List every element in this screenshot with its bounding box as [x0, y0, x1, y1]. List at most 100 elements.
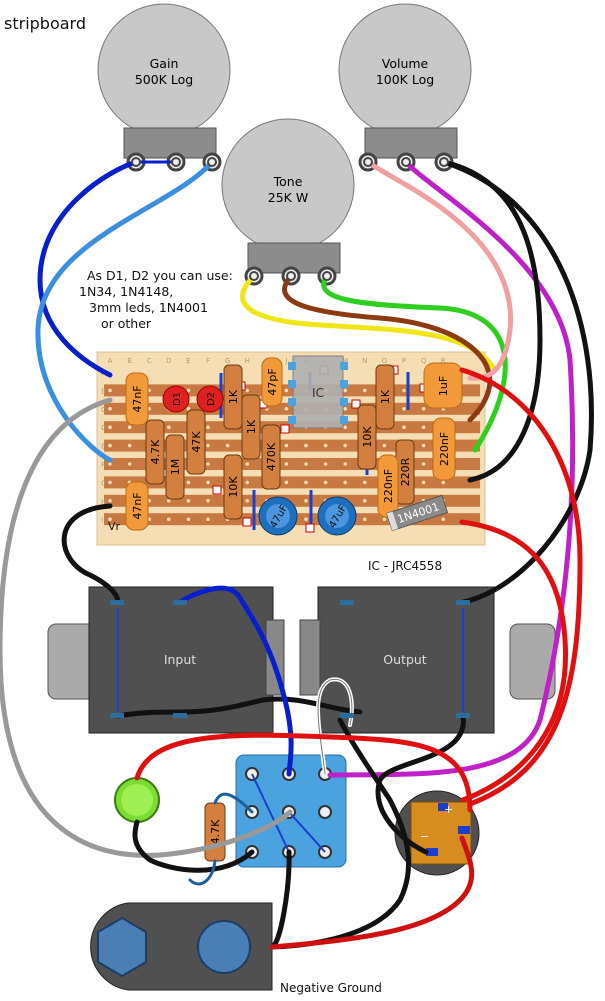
strip-hole — [441, 480, 446, 485]
wire-gain-navy — [37, 159, 139, 378]
column-letter: O — [382, 357, 388, 365]
pot-volume: Volume 100K Log — [338, 3, 472, 172]
strip-hole — [421, 443, 426, 448]
cap-220nf-b: 220nF — [432, 417, 456, 481]
cap-220nf-b-label: 220nF — [438, 432, 451, 466]
strip-hole — [206, 480, 210, 485]
dc-power-jack: + − — [394, 790, 480, 876]
resistor-220r-label: 220R — [399, 457, 412, 486]
column-letter: C — [147, 357, 152, 365]
resistor-470k: 470K — [261, 424, 281, 490]
diode-d1: D1 — [162, 385, 190, 413]
resistors: 4.7K 1M 47K 1K 1K 10K 470K 10K — [145, 364, 415, 520]
strip-hole — [186, 407, 191, 411]
wire-black-input — [61, 503, 121, 605]
battery-label: Negative Ground — [280, 981, 382, 995]
strip-hole — [402, 425, 406, 430]
column-letter: B — [127, 357, 132, 365]
ic-label: IC — [312, 386, 324, 400]
strip-hole — [167, 499, 171, 503]
wire-tone-green — [321, 273, 508, 453]
diode-1n4001: 1N4001 — [386, 494, 449, 532]
column-letter: H — [245, 357, 250, 365]
row-letter: F — [101, 461, 105, 469]
column-letter: N — [362, 357, 367, 365]
strip-hole — [343, 443, 348, 448]
cap-47uf-b: 47uF — [317, 496, 357, 536]
cap-220nf-a-label: 220nF — [382, 469, 395, 503]
strip-hole — [108, 517, 112, 521]
strip-hole — [108, 407, 112, 411]
pot-tone-name: Tone — [273, 174, 303, 189]
diode-d2-label: D2 — [206, 392, 217, 406]
strip-hole — [363, 480, 367, 485]
wire-grey — [0, 397, 293, 858]
strip-hole — [206, 499, 210, 503]
wire-white-outline — [317, 678, 353, 775]
cap-1uf: 1uF — [423, 362, 463, 409]
pot-volume-value: 100K Log — [376, 72, 434, 87]
row-letter: E — [101, 443, 105, 451]
resistor-10k-a: 10K — [223, 454, 243, 520]
column-letter: A — [108, 357, 113, 365]
strip-hole — [186, 480, 191, 485]
cap-47nf-bottom-label: 47nF — [131, 492, 144, 519]
strip-hole — [245, 388, 249, 393]
strip-hole — [206, 425, 210, 430]
diode-note: As D1, D2 you can use: 1N34, 1N4148, 3mm… — [75, 268, 233, 332]
strip-hole — [108, 462, 112, 466]
strip-hole — [304, 480, 308, 485]
strip-hole — [206, 443, 210, 448]
wire-black-ground — [270, 717, 411, 950]
strip-hole — [343, 407, 348, 411]
wire-blue-led — [188, 792, 254, 886]
resistor-led: 4.7K — [204, 802, 226, 862]
strip-hole — [323, 480, 328, 485]
resistor-10k-b: 10K — [357, 404, 377, 470]
resistor-4k7-label: 4.7K — [149, 439, 162, 464]
strip-hole — [421, 407, 426, 411]
resistor-47k: 47K — [186, 409, 206, 475]
ic-part-label: IC - JRC4558 — [368, 559, 442, 573]
cap-47nf-top-label: 47nF — [131, 385, 144, 412]
strip-hole — [363, 517, 367, 521]
strip-hole — [402, 407, 406, 411]
wire-red-power2 — [459, 519, 569, 803]
wires — [0, 159, 594, 950]
strip-hole — [304, 462, 308, 466]
wire-vol-black2 — [441, 159, 594, 605]
pot-volume-name: Volume — [382, 56, 429, 71]
resistor-220r: 220R — [395, 439, 415, 505]
column-letter: D — [166, 357, 171, 365]
diode-note-line: 3mm leds, 1N4001 — [89, 300, 208, 315]
resistor-1k-a: 1K — [223, 364, 243, 430]
strip-hole — [245, 499, 249, 503]
column-letter: G — [225, 357, 230, 365]
resistor-47k-label: 47K — [190, 431, 203, 453]
strip-hole — [284, 388, 289, 393]
strip-hole — [421, 425, 426, 430]
strip-hole — [304, 499, 308, 503]
diode-note-line: 1N34, 1N4148, — [79, 284, 174, 299]
strip-hole — [108, 425, 112, 430]
capacitors: 47nF 47nF 47pF 220nF 220nF 1uF 47uF — [125, 357, 463, 536]
strip-hole — [304, 517, 308, 521]
strip-hole — [304, 443, 308, 448]
strip-hole — [323, 443, 328, 448]
row-letter: D — [101, 424, 106, 432]
strip-hole — [284, 480, 289, 485]
status-led — [114, 777, 160, 823]
strip-hole — [284, 407, 289, 411]
wire-red-led — [134, 732, 473, 813]
column-letter: Q — [421, 357, 427, 365]
resistor-1m: 1M — [165, 434, 185, 500]
resistor-1k-c-label: 1K — [379, 389, 392, 404]
strip-hole — [186, 388, 191, 393]
strip-hole — [441, 517, 446, 521]
column-letter: R — [441, 357, 446, 365]
strip-hole — [343, 425, 348, 430]
row-letter: B — [101, 387, 106, 395]
strip-hole — [323, 462, 328, 466]
vr-label: Vr — [108, 520, 121, 533]
resistor-10k-a-label: 10K — [227, 476, 240, 498]
